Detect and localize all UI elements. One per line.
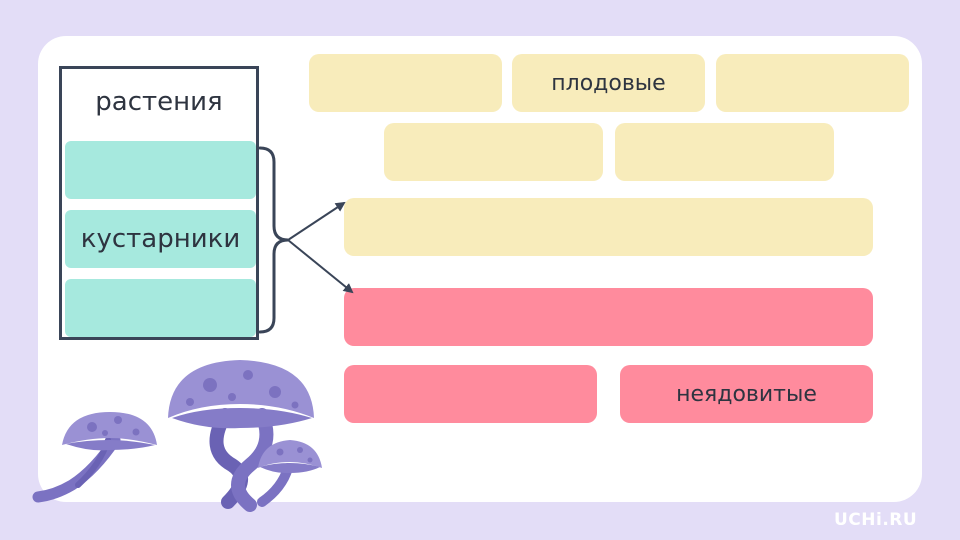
mushroom-icon bbox=[257, 440, 322, 507]
arrow-up bbox=[287, 201, 346, 241]
mushroom-icon bbox=[32, 412, 157, 503]
table-cell-top[interactable] bbox=[65, 141, 256, 199]
box-wide-pink[interactable] bbox=[344, 288, 873, 346]
box-wide-yellow[interactable] bbox=[344, 198, 873, 256]
box-row5-left[interactable] bbox=[344, 365, 597, 423]
box-row1-right[interactable] bbox=[716, 54, 909, 112]
mushroom-icon bbox=[168, 360, 314, 512]
table-cell-bottom[interactable] bbox=[65, 279, 256, 337]
box-row2-right[interactable] bbox=[615, 123, 834, 181]
box-row1-left[interactable] bbox=[309, 54, 502, 112]
uchi-ru-logo: UCHi.RU bbox=[834, 510, 918, 530]
plants-table: растения кустарники bbox=[59, 66, 259, 340]
box-non-poisonous[interactable]: неядовитые bbox=[620, 365, 873, 423]
box-fruit[interactable]: плодовые bbox=[512, 54, 705, 112]
table-cell-shrubs[interactable]: кустарники bbox=[65, 210, 256, 268]
box-row2-left[interactable] bbox=[384, 123, 603, 181]
plants-table-title: растения bbox=[95, 87, 223, 117]
arrow-down bbox=[287, 239, 354, 294]
